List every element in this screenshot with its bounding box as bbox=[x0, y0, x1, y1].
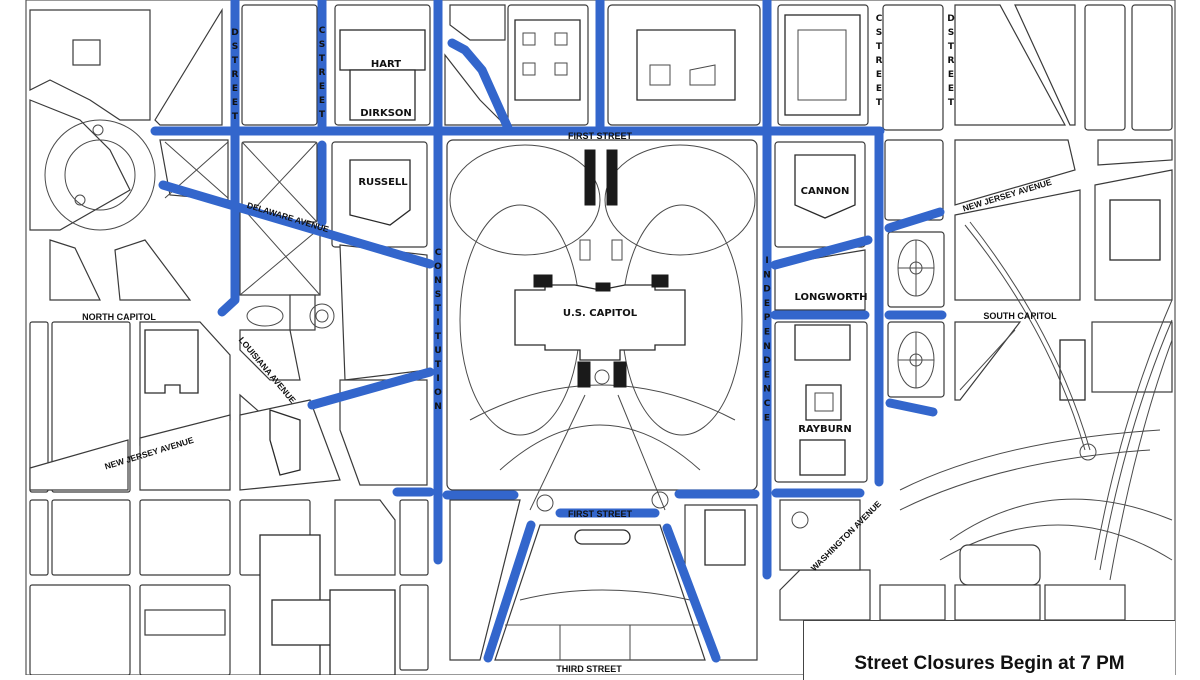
building-label-hart: HART bbox=[371, 59, 401, 70]
building-label-dirkson: DIRKSON bbox=[360, 108, 412, 119]
building-label-cannon: CANNON bbox=[801, 186, 850, 197]
closure-cannon-nj bbox=[770, 235, 873, 270]
building-label-russell: RUSSELL bbox=[358, 177, 408, 188]
city-blocks bbox=[29, 4, 1173, 675]
closure-third-diag-east bbox=[662, 523, 721, 663]
building-label-u-s-capitol: U.S. CAPITOL bbox=[563, 308, 638, 319]
closure-d-st-west bbox=[217, 0, 240, 317]
label-first-street-south: FIRST STREET bbox=[568, 509, 633, 519]
legend-title: Street Closures Begin at 7 PM bbox=[854, 653, 1125, 674]
closure-delaware-ave bbox=[158, 180, 435, 269]
street-closures bbox=[150, 0, 947, 663]
label-third-street: THIRD STREET bbox=[556, 664, 622, 674]
closure-third-diag-west bbox=[483, 520, 536, 663]
closure-se-stub bbox=[885, 398, 938, 417]
label-first-street-north: FIRST STREET bbox=[568, 131, 633, 141]
building-label-rayburn: RAYBURN bbox=[798, 424, 852, 435]
closure-louisiana-connector bbox=[307, 367, 435, 410]
building-label-longworth: LONGWORTH bbox=[794, 292, 867, 303]
label-south-capitol: SOUTH CAPITOL bbox=[983, 311, 1057, 321]
closure-nj-ave-east bbox=[884, 207, 945, 233]
building-labels: HART DIRKSON RUSSELL CANNON U.S. CAPITOL LONG… bbox=[358, 59, 867, 435]
closure-nj-ave-north-west bbox=[447, 38, 513, 133]
label-north-capitol: NORTH CAPITOL bbox=[82, 312, 156, 322]
legend-box: Street Closures Begin at 7 PM bbox=[803, 620, 1175, 680]
